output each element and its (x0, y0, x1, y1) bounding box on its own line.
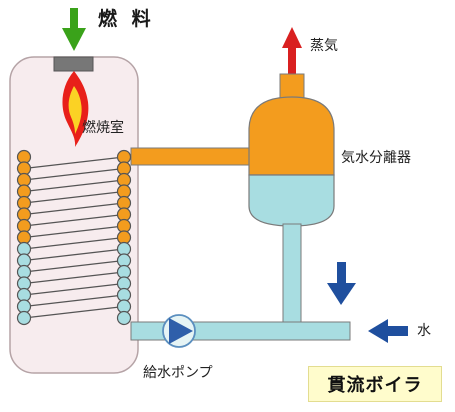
separator-label: 気水分離器 (341, 150, 411, 166)
separator-water-section (248, 174, 335, 227)
coil-tube-segment (23, 236, 125, 250)
coil-tube-segment (23, 248, 125, 262)
flame-icon (62, 71, 89, 147)
separator-neck (279, 73, 305, 101)
feed-pump (162, 314, 196, 348)
coil-tube-segment (23, 294, 125, 308)
coil-tube-segment (23, 259, 125, 273)
coil-tube-segment (23, 213, 125, 227)
coil-turns (16, 149, 132, 326)
water-label: 水 (417, 323, 431, 339)
combustion-chamber-label: 燃焼室 (82, 120, 124, 136)
steam-pipe (130, 147, 254, 166)
diagram-title: 貫流ボイラ (308, 366, 442, 402)
coil-turn-right (116, 310, 132, 326)
return-pipe (282, 223, 302, 327)
separator-steam-section (248, 96, 335, 176)
feed-pump-label: 給水ポンプ (143, 365, 213, 381)
water-inlet-arrow-icon (368, 319, 408, 343)
coil-turn-left (16, 310, 32, 326)
water-down-arrow-icon (327, 262, 356, 305)
coil-tube-segment (23, 202, 125, 216)
coil-tube-segment (23, 305, 125, 319)
burner (53, 56, 94, 72)
coil-tube-segment (23, 271, 125, 285)
fuel-arrow-icon (62, 8, 86, 51)
steam-label: 蒸気 (310, 38, 338, 54)
coil-tube-segment (23, 225, 125, 239)
pump-triangle-icon (169, 318, 193, 344)
coil-tube-segment (23, 179, 125, 193)
coil-tube-segment (23, 190, 125, 204)
coil-tube-segment (23, 282, 125, 296)
coil-tubes (23, 156, 125, 319)
fuel-label: 燃 料 (98, 8, 155, 30)
steam-arrow-icon (282, 27, 302, 75)
steam-water-separator (248, 73, 335, 227)
coil-tube-segment (23, 156, 125, 170)
coil-tube-segment (23, 167, 125, 181)
